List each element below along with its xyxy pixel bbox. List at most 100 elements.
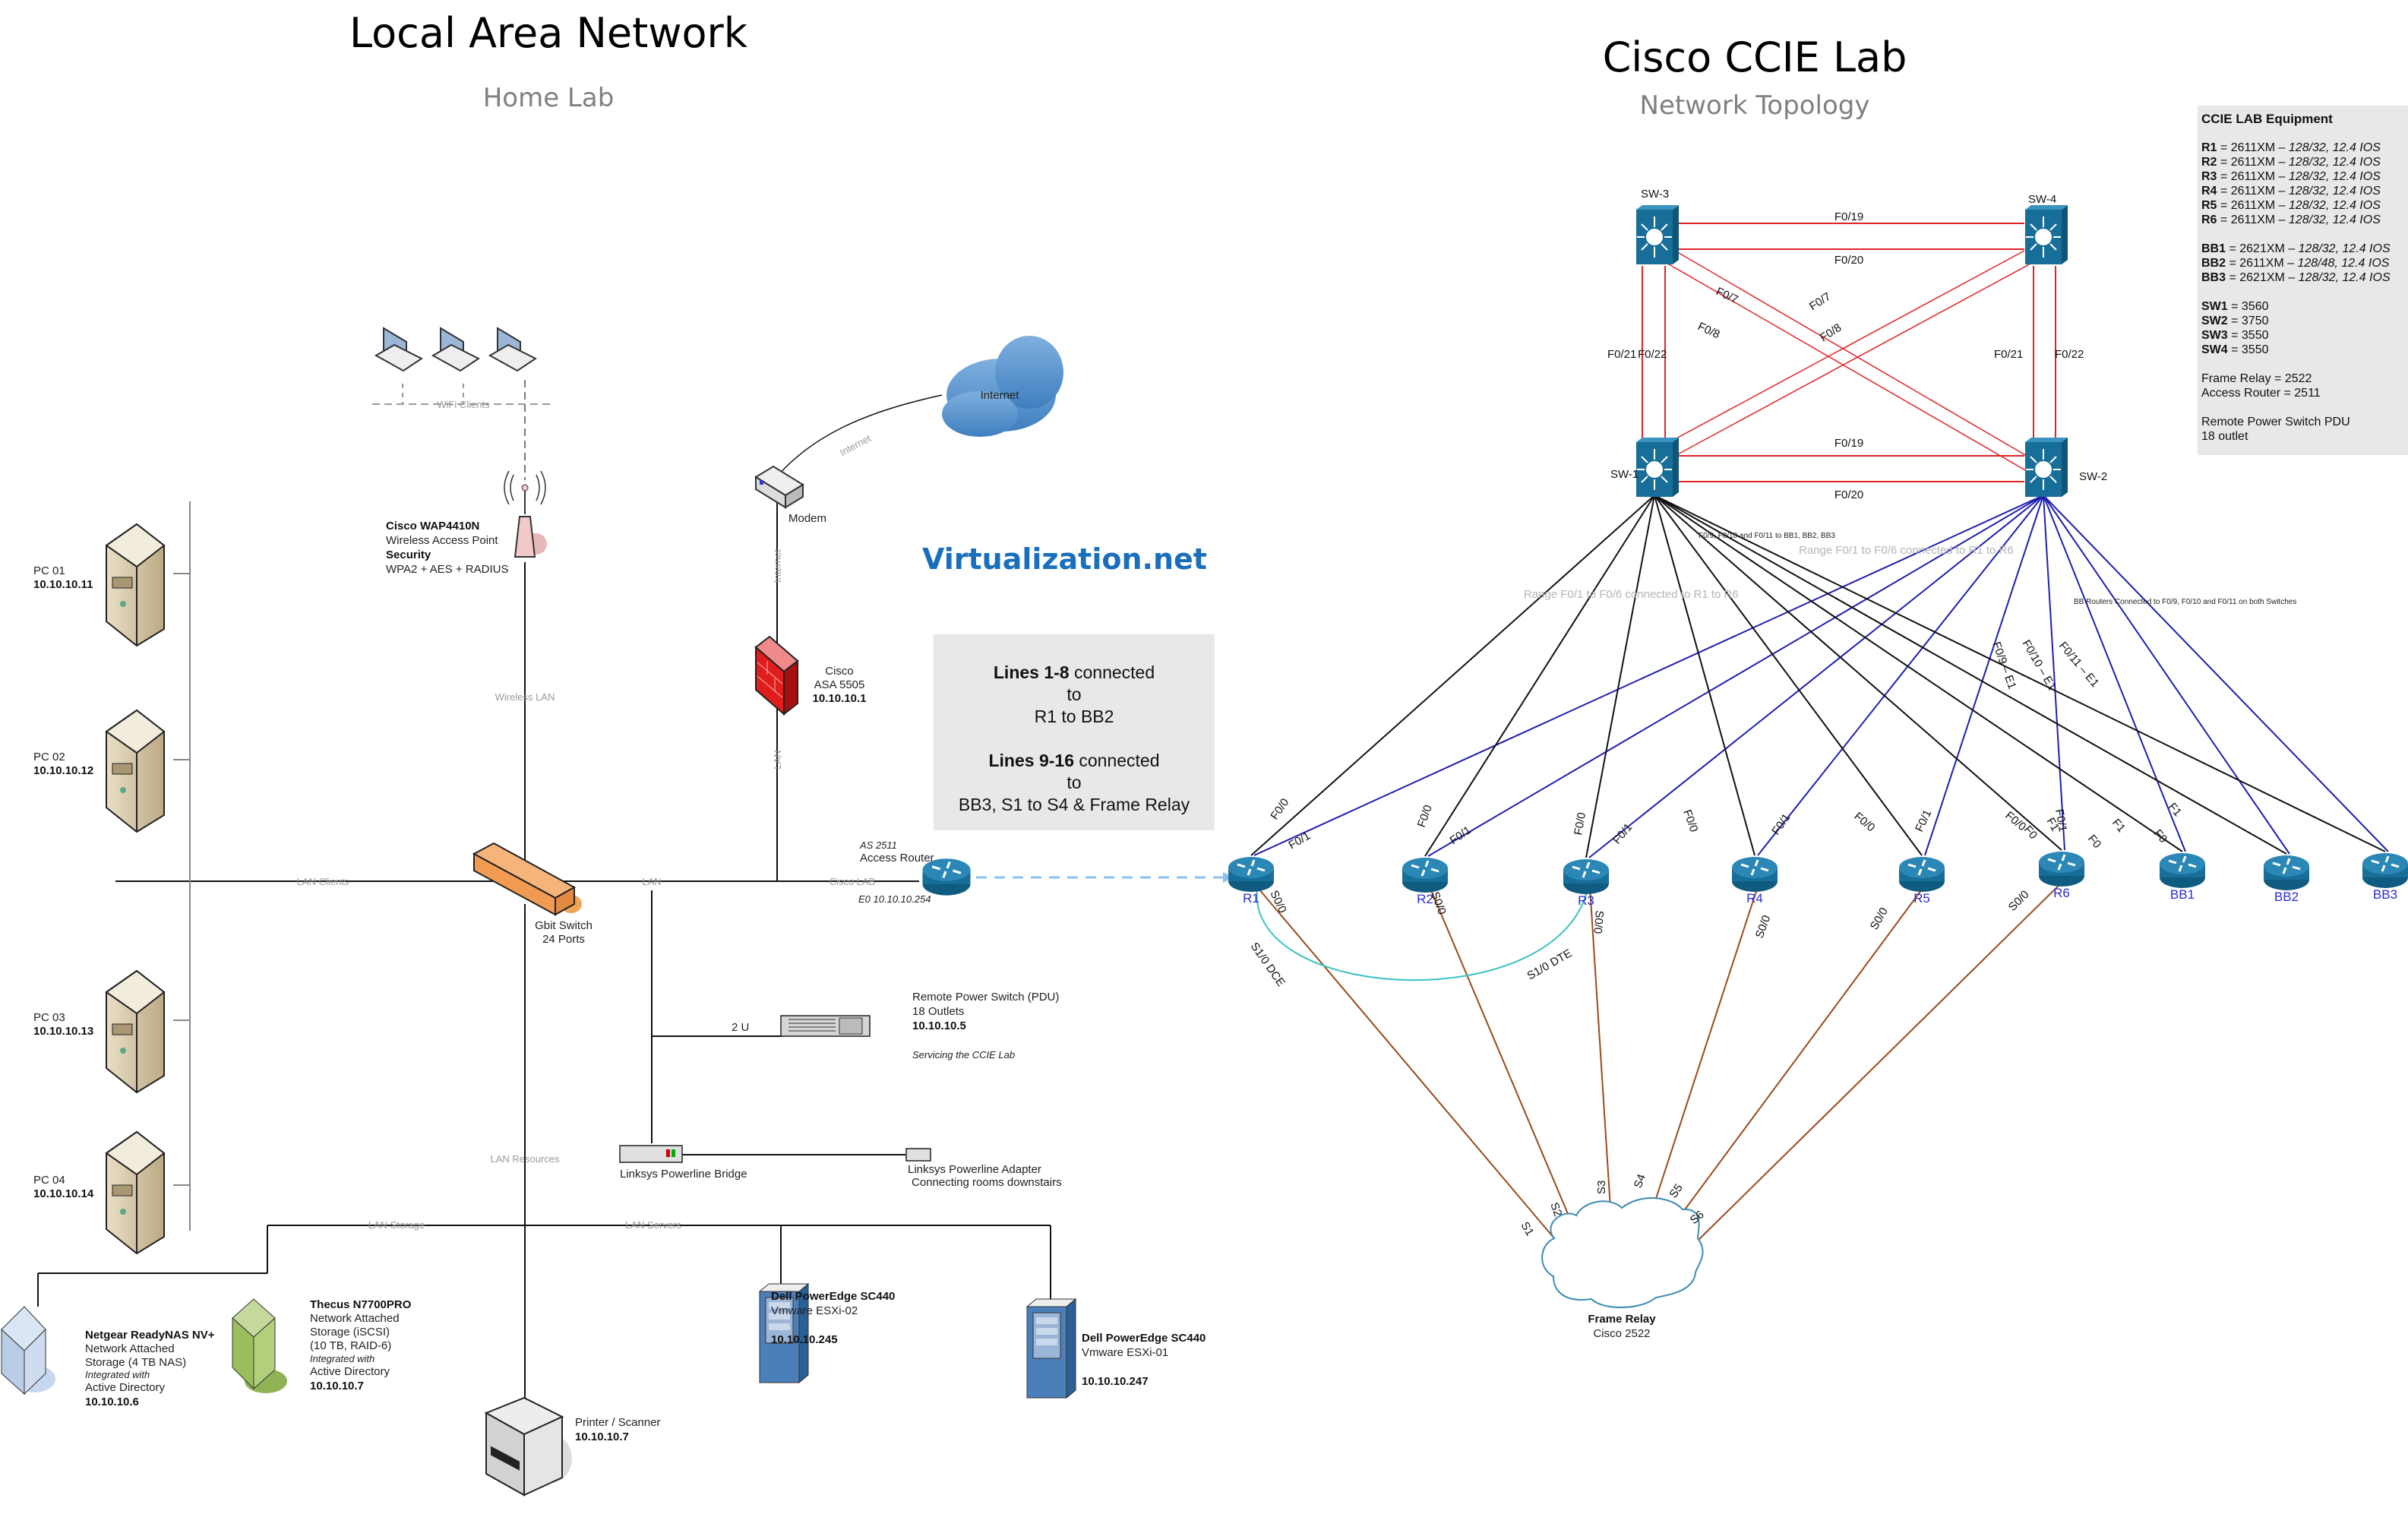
router-icon[interactable] [2361,852,2408,890]
equipment-row: R2 = 2611XM – 128/32, 12.4 IOS [2201,156,2381,169]
thecus-ip: 10.10.10.7 [310,1380,364,1392]
printer-name: Printer / Scanner [575,1416,661,1429]
serial-link-to-frame-relay [1678,884,1926,1219]
router-icon[interactable] [1401,856,1449,894]
router-label: R6 [2053,886,2070,900]
serial-link-to-frame-relay [1589,886,1611,1209]
switch-label-sw3: SW-3 [1641,188,1669,201]
laptop-icon [432,327,479,371]
switch-line1: Gbit Switch [535,919,593,932]
trunk-label: F0/22 [1638,348,1667,361]
esxi2-role: Vmware ESXi-02 [771,1304,858,1317]
sw1-to-router-link [1654,495,2183,852]
lines-b-target: BB3, S1 to S4 & Frame Relay [958,795,1190,814]
netgear-l1: Network Attached [85,1342,175,1355]
switch-sw3-icon [1635,204,1680,265]
serial-link-to-frame-relay [1428,884,1569,1216]
port-label: S1/0 DTE [1525,947,1575,982]
switch-sw1-icon [1635,437,1680,498]
firewall-ip: 10.10.10.1 [813,692,867,705]
router-icon[interactable] [2262,854,2311,892]
serial-link-to-frame-relay [1697,878,2066,1241]
netgear-ip: 10.10.10.6 [85,1396,139,1408]
lines-a-target: R1 to BB2 [1034,707,1114,726]
link-label-lan-servers: LAN Servers [625,1219,681,1231]
link-label-lan-resources: LAN Resources [490,1153,560,1165]
port-label: F0/0 [1572,811,1588,836]
equipment-row: SW4 = 3550 [2201,343,2269,356]
equipment-access-router: Access Router = 2511 [2201,387,2321,400]
router-icon[interactable] [1898,855,1946,893]
pc-icon [106,1131,165,1254]
port-label: F0/0 [1268,796,1291,822]
netgear-name: Netgear ReadyNAS NV+ [85,1329,215,1342]
router-icon[interactable] [1562,858,1610,896]
sw1-to-router-link [1654,495,2287,855]
equipment-pdu-2: 18 outlet [2201,430,2248,443]
wap-name: Cisco WAP4410N [386,520,479,533]
note-range-sw1: Range F0/1 to F0/6 connected to R1 to R6 [1524,588,1739,601]
port-label: S2 [1547,1201,1564,1219]
port-label: S4 [1632,1172,1648,1190]
frame-relay-name: Frame Relay [1588,1313,1656,1326]
router-label: BB2 [2274,890,2299,904]
laptop-icon [375,327,422,371]
thecus-l3: (10 TB, RAID-6) [310,1339,391,1352]
port-label: F0/1 [2052,808,2069,833]
sw2-to-router-link [2043,495,2290,855]
equipment-row: SW1 = 3560 [2201,300,2269,313]
link-label-cisco-lab: Cisco LAB [830,876,876,887]
trunk-label: F0/19 [1834,210,1863,223]
internet-label: Internet [981,389,1020,402]
port-label: F0/0 [1851,810,1877,834]
powerline-adapter-note: Connecting rooms downstairs [912,1176,1062,1189]
lines-b-bold: Lines 9-16 [988,751,1074,770]
port-label: F1 [2109,817,2128,835]
port-label: S1/0 DCE [1248,940,1288,989]
esxi2-ip: 10.10.10.245 [771,1333,838,1346]
switch-sw2-icon [2024,437,2068,498]
note-bb-both: BB Routers Connected to F0/9, F0/10 and … [2074,598,2296,606]
equipment-legend: CCIE LAB Equipment R1 = 2611XM – 128/32,… [2198,106,2408,455]
esxi1-ip: 10.10.10.247 [1082,1375,1149,1388]
netgear-l2: Storage (4 TB NAS) [85,1356,186,1369]
sw1-to-router-link [1585,495,1655,858]
powerline-adapter-label: Linksys Powerline Adapter [908,1163,1041,1176]
router-label: R2 [1417,892,1433,906]
lines-a-rest: connected [1069,662,1155,682]
trunk-line [1664,250,2025,445]
pdu-line2: 18 Outlets [912,1005,964,1018]
trunk-line [1674,261,2034,457]
router-icon[interactable] [2037,850,2086,888]
lan-wires [37,380,1234,1398]
trunk-label: F0/20 [1834,488,1863,501]
router-icon[interactable] [2158,852,2207,890]
link-label-internet-vertical: Internet [772,549,783,583]
sw2-to-router-link [1757,495,2044,856]
powerline-adapter-icon [905,1148,931,1162]
laptop-icon [489,327,536,371]
esxi1-role: Vmware ESXi-01 [1082,1346,1168,1359]
equipment-pdu: Remote Power Switch PDU 18 outlet [2201,415,2408,444]
netgear-note: Integrated with [85,1369,150,1380]
pc-icon [106,710,165,833]
switch-label-sw1: SW-1 [1610,468,1639,481]
wifi-clients-label: WiFi Clients [437,399,490,410]
router-icon[interactable] [1730,855,1779,893]
pc-name: PC 03 [33,1011,65,1024]
brand-logo[interactable]: Virtualization.net [922,542,1207,576]
pdu-ip: 10.10.10.5 [912,1019,966,1032]
gigabit-switch-icon [472,842,582,916]
link-label-lan-fw: LAN [772,750,783,769]
equipment-row: R5 = 2611XM – 128/32, 12.4 IOS [2201,199,2381,212]
powerline-bridge-icon [619,1145,683,1163]
firewall-line2: ASA 5505 [814,678,865,691]
lan-subtitle: Home Lab [483,83,615,113]
port-label: S0/0 [1591,910,1606,934]
lines-b-rest: connected [1073,751,1160,770]
router-icon[interactable] [1227,855,1275,893]
serial-link-to-frame-relay [1651,884,1759,1211]
sw1-to-router-link [1250,495,1655,856]
port-label: F0/1 [1448,823,1474,847]
